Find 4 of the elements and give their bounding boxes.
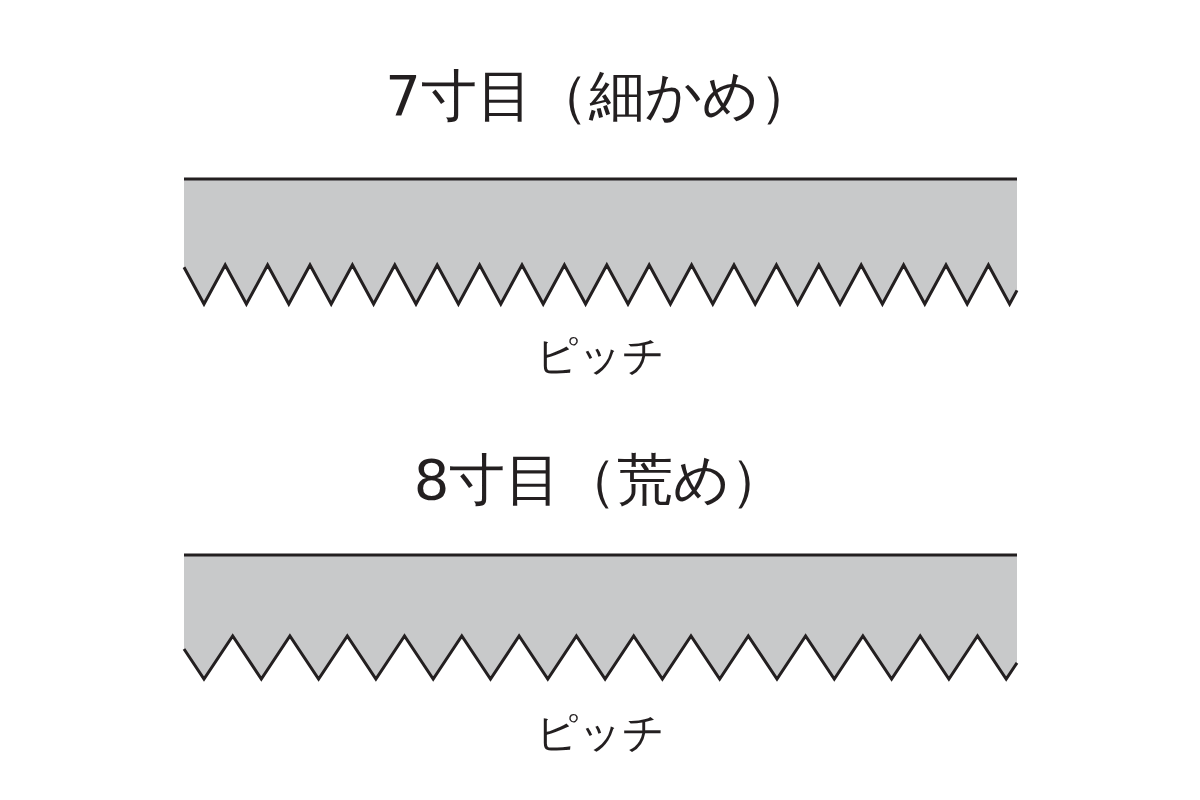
- heading: 8寸目（荒め）: [413, 452, 787, 508]
- pitch-label: ピッチ: [535, 335, 665, 377]
- pitch-label: ピッチ: [535, 712, 665, 754]
- heading: 7寸目（細かめ）: [385, 68, 815, 124]
